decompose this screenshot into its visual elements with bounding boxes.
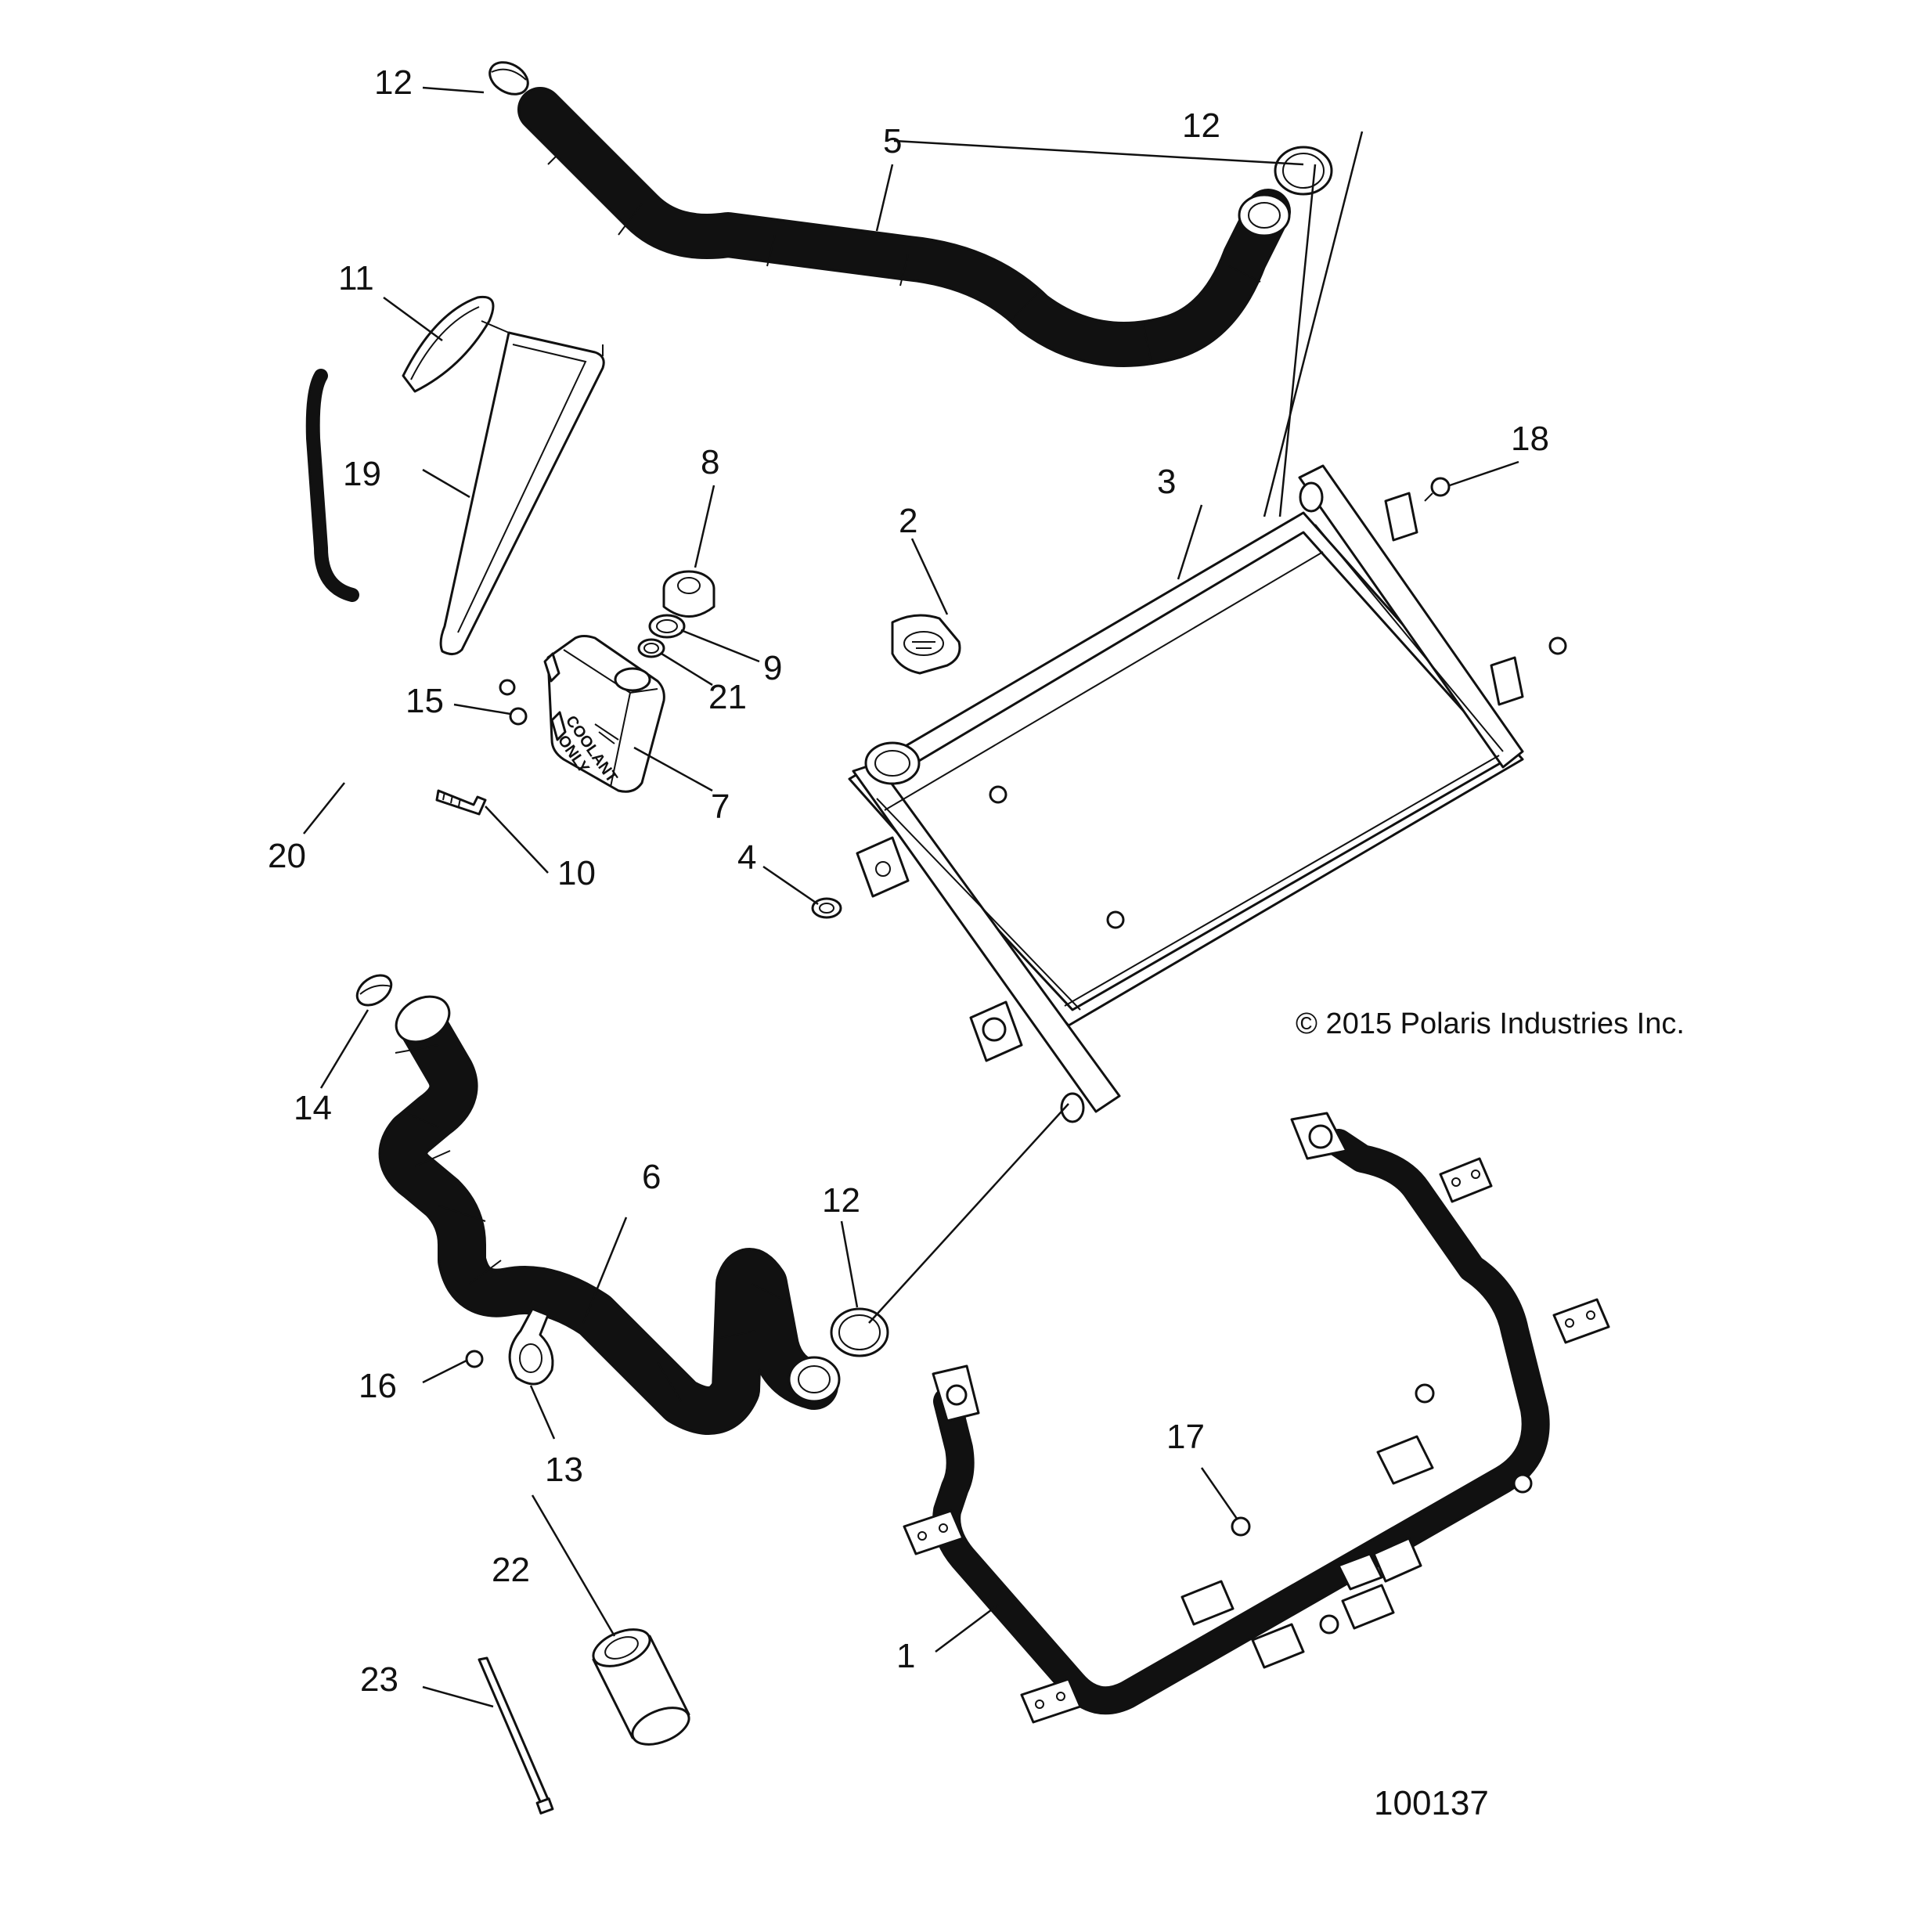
callout-3: 3 [1157,463,1176,501]
callout-5: 5 [883,122,902,160]
overflow-tube [305,369,359,602]
hose-sleeve [592,1628,690,1746]
callout-16: 16 [359,1367,397,1405]
callout-17: 17 [1166,1418,1205,1456]
callout-19: 19 [343,455,381,493]
neck-seal [637,638,665,658]
callout-9: 9 [763,649,782,687]
callout-18: 18 [1511,420,1549,458]
callout-labels: 12 12 12 5 11 19 8 9 21 2 3 18 15 7 20 1… [268,63,1549,1699]
callout-23: 23 [360,1660,398,1699]
callout-4: 4 [737,838,756,877]
bottle-cap [662,570,715,618]
hose-clamp-top-right [1274,146,1333,196]
callout-1: 1 [896,1637,915,1675]
screw-16 [465,1350,484,1368]
callout-7: 7 [711,788,730,826]
callout-12-lower: 12 [822,1181,860,1220]
callout-8: 8 [701,443,719,481]
callout-6: 6 [642,1158,661,1196]
clamp-14 [355,974,393,1007]
screw-15 [499,679,528,726]
callout-22: 22 [492,1551,530,1589]
retaining-strap [402,295,495,393]
bottle-bracket [439,320,605,655]
p-clamp [508,1307,554,1386]
cable-tie [478,1656,554,1815]
hose-clamp-lower [830,1307,889,1357]
callout-2: 2 [899,502,917,540]
lower-radiator-hose [378,995,841,1435]
leader-lines [303,86,1519,1708]
callout-12-top-left: 12 [374,63,413,102]
callout-12-top-right: 12 [1182,106,1220,145]
callout-21: 21 [708,678,747,716]
bolt-18 [1424,477,1451,502]
upper-radiator-hose [517,87,1291,367]
callout-13: 13 [545,1451,583,1489]
coolant-bottle: COOLANT ONLY [543,635,665,793]
grommet [811,897,842,919]
cap-seal [648,614,686,639]
radiator-cap [891,614,961,675]
copyright-notice: © 2015 Polaris Industries Inc. [1296,1007,1685,1040]
callout-11: 11 [338,259,374,297]
callout-15: 15 [406,682,444,720]
hose-clamp-top-left [488,61,529,96]
figure-number: 100137 [1374,1784,1489,1822]
callout-10: 10 [557,854,596,892]
radiator [848,464,1567,1123]
callout-20: 20 [268,837,306,875]
mounting-frame [903,1112,1610,1724]
callout-14: 14 [294,1089,332,1127]
hose-fitting [435,789,487,816]
